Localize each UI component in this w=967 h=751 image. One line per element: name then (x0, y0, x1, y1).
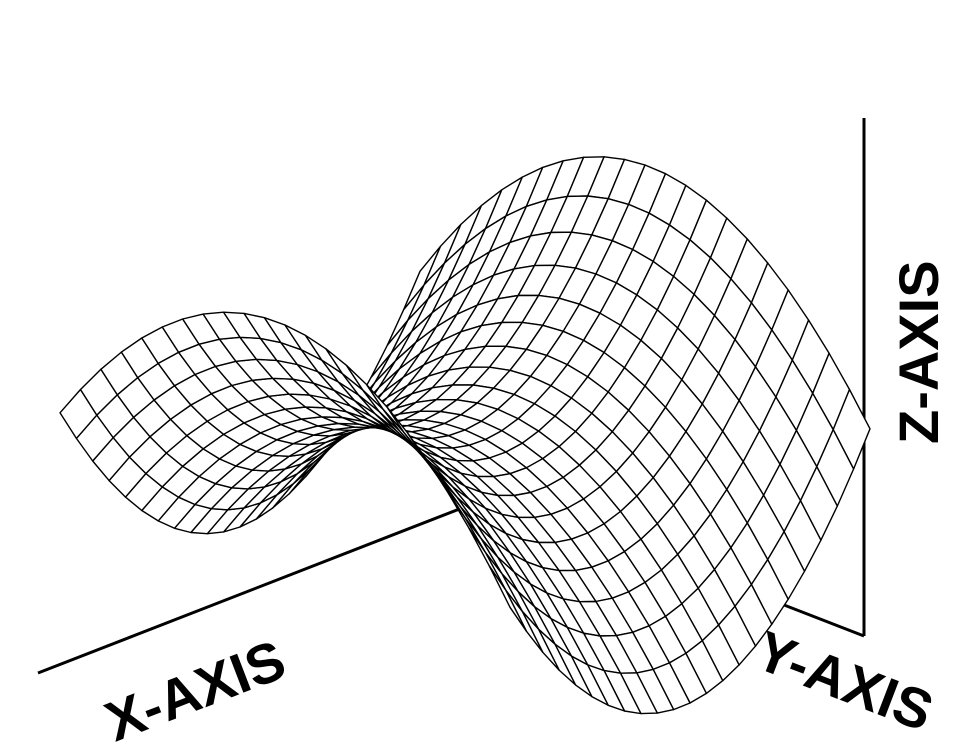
z-axis-label: Z-AXIS (887, 260, 950, 444)
x-axis-line (37, 492, 499, 675)
mesh-cell (488, 565, 528, 632)
saddle-surface-mesh (59, 156, 871, 715)
